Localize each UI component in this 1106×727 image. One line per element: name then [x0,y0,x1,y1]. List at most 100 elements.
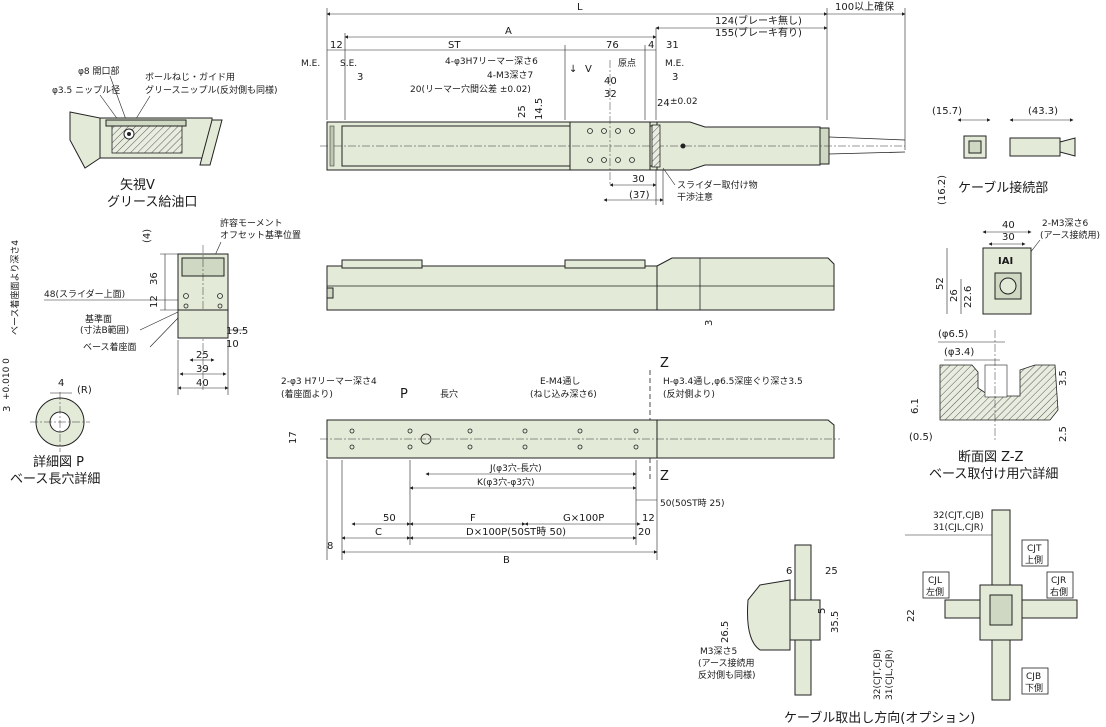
dim-B: B [503,555,510,566]
label-cjt: CJT [1027,544,1042,554]
cable-direction: 6 25 5 26.5 35.5 M3深さ5 (アース接続用 反対側も同様) 3… [698,509,1078,726]
note-reamer4: 2-φ3 H7リーマー深さ4 [281,376,377,387]
label-mv-m3: 2-M3深さ6 [1042,218,1088,229]
note-em4b: (ねじ込み深さ6) [530,389,597,400]
label-slider-top: 48(スライダー上面) [44,288,125,300]
detail-p-title2: ベース長穴詳細 [10,471,100,487]
dim-cd-26-5: 26.5 [720,621,731,643]
svg-text:↓: ↓ [569,64,577,75]
dim-z-3-5: 3.5 [1058,370,1069,386]
bottom-holes [349,428,639,450]
dim-4: 4 [648,40,654,51]
dim-end-40: 40 [196,378,209,389]
label-cjb2: 下側 [1025,682,1043,694]
dim-cd-32: 32(CJT,CJB) [933,511,984,521]
label-phi3-5: φ3.5 ニップル径 [52,84,120,96]
dim-19-5: 19.5 [226,326,248,337]
dim-cd-v31: 31(CJL,CJR) [885,650,895,700]
label-nipple1: ボールねじ・ガイド用 [145,72,235,83]
dim-3b: 3 [672,72,678,83]
dim-10: 10 [226,339,239,350]
end-view: 許容モーメント オフセット基準位置 (4) 36 12 48(スライダー上面) … [44,217,301,395]
cable-dir-title: ケーブル取出し方向(オプション) [784,710,975,726]
note-tolerance: 20(リーマー穴間公差 ±0.02) [410,83,531,95]
dim-25: 25 [517,105,528,118]
side-base [326,265,658,311]
label-p: P [400,387,408,402]
note-slider2: 干渉注意 [677,191,713,203]
side-view: 3 [326,257,835,326]
grease-view: φ8 開口部 φ3.5 ニップル径 ボールねじ・ガイド用 グリースニップル(反対… [52,65,278,210]
label-mv-earth: (アース接続用) [1040,229,1100,241]
iai-logo: IAI [998,256,1013,267]
dim-z-0-5: (0.5) [909,432,933,443]
motor-end-view: 40 30 2-M3深さ6 (アース接続用) IAI 52 26 22.6 [935,218,1100,315]
detail-p-4: 4 [58,378,64,389]
dim-cd-5: 5 [817,608,828,614]
dim-J: J(φ3穴-長穴) [489,462,542,474]
motor-housing-top [656,121,821,171]
dim-24-tol: ±0.02 [670,97,698,107]
dim-cd-25: 25 [825,566,838,577]
dim-15-7: (15.7) [932,106,962,117]
label-origin: 原点 [618,58,636,69]
label-cjr: CJR [1051,576,1066,586]
grease-title2: グリース給油口 [107,195,197,210]
dim-F: F [470,513,476,524]
dim-cd-22: 22 [906,609,917,622]
dim-end-4: (4) [142,229,153,243]
dim-z-6-5: (φ6.5) [938,329,968,340]
dim-bottom-20: 20 [638,527,651,538]
label-me-right: M.E. [665,59,684,69]
dim-40: 40 [604,76,617,87]
dim-end-25: 25 [196,350,209,361]
dim-24: 24 [657,98,670,109]
dim-bottom-8: 8 [327,541,333,552]
note-reamer4b: (着座面より) [281,388,333,400]
dim-D: D×100P(50ST時 50) [466,526,566,538]
note-cd-m3: M3深さ5 [700,646,737,657]
dim-G: G×100P [563,513,604,524]
label-se: S.E. [340,59,357,69]
note-cd-m3b: (アース接続用 [698,657,755,669]
grease-title1: 矢視V [120,178,155,193]
side-motor [656,257,835,311]
dim-76: 76 [606,40,619,51]
dim-30: 30 [632,174,645,185]
dim-L: L [577,2,583,13]
dim-39: 39 [196,364,209,375]
note-em4: E-M4通し [540,376,580,387]
note-slider1: スライダー取付け物 [677,179,758,191]
dim-brake-none: 124(ブレーキ無し) [715,14,802,27]
label-view-v: V [585,64,592,75]
label-ref1: 基準面 [85,313,112,325]
dim-z-3-4: (φ3.4) [944,347,974,358]
detail-p: ベース着座面より深さ4 3 +0.010 0 4 (R) 詳細図 P ベース長穴… [2,240,100,487]
dim-bottom-17: 17 [288,431,299,444]
dim-cd-31: 31(CJL,CJR) [933,523,983,533]
dim-cd-v32: 32(CJT,CJB) [873,649,883,700]
label-z-top: Z [660,356,669,371]
section-z-title1: 断面図 Z-Z [958,450,1024,465]
bottom-view: 2-φ3 H7リーマー深さ4 (着座面より) P 長穴 E-M4通し (ねじ込み… [281,356,840,566]
dim-end-36: 36 [149,272,160,285]
dim-50-st: 50(50ST時 25) [660,498,724,509]
dim-50: 50 [383,513,396,524]
cable-side-view [747,579,791,651]
dim-16-2: (16.2) [937,175,948,205]
note-cd-m3c: 反対側も同様) [698,669,756,681]
section-z-title2: ベース取付け用穴詳細 [929,466,1058,482]
dim-26: 26 [949,289,960,302]
label-cjr2: 右側 [1050,586,1068,598]
detail-p-side: ベース着座面より深さ4 [9,240,21,335]
dim-37: (37) [629,190,650,201]
label-me-left: M.E. [301,59,320,69]
section-zz: (φ6.5) (φ3.4) 3.5 6.1 2.5 (0.5) 断面図 Z-Z … [909,329,1069,482]
detail-p-val: 3 [2,406,13,412]
dim-z-2-5: 2.5 [1058,426,1069,442]
dim-22-6: 22.6 [963,286,974,308]
cable-connection: (15.7) (43.3) (16.2) ケーブル接続部 [932,106,1076,205]
note-reamer6: 4-φ3H7リーマー深さ6 [445,56,538,67]
label-ref2: (寸法B範囲) [80,324,129,336]
